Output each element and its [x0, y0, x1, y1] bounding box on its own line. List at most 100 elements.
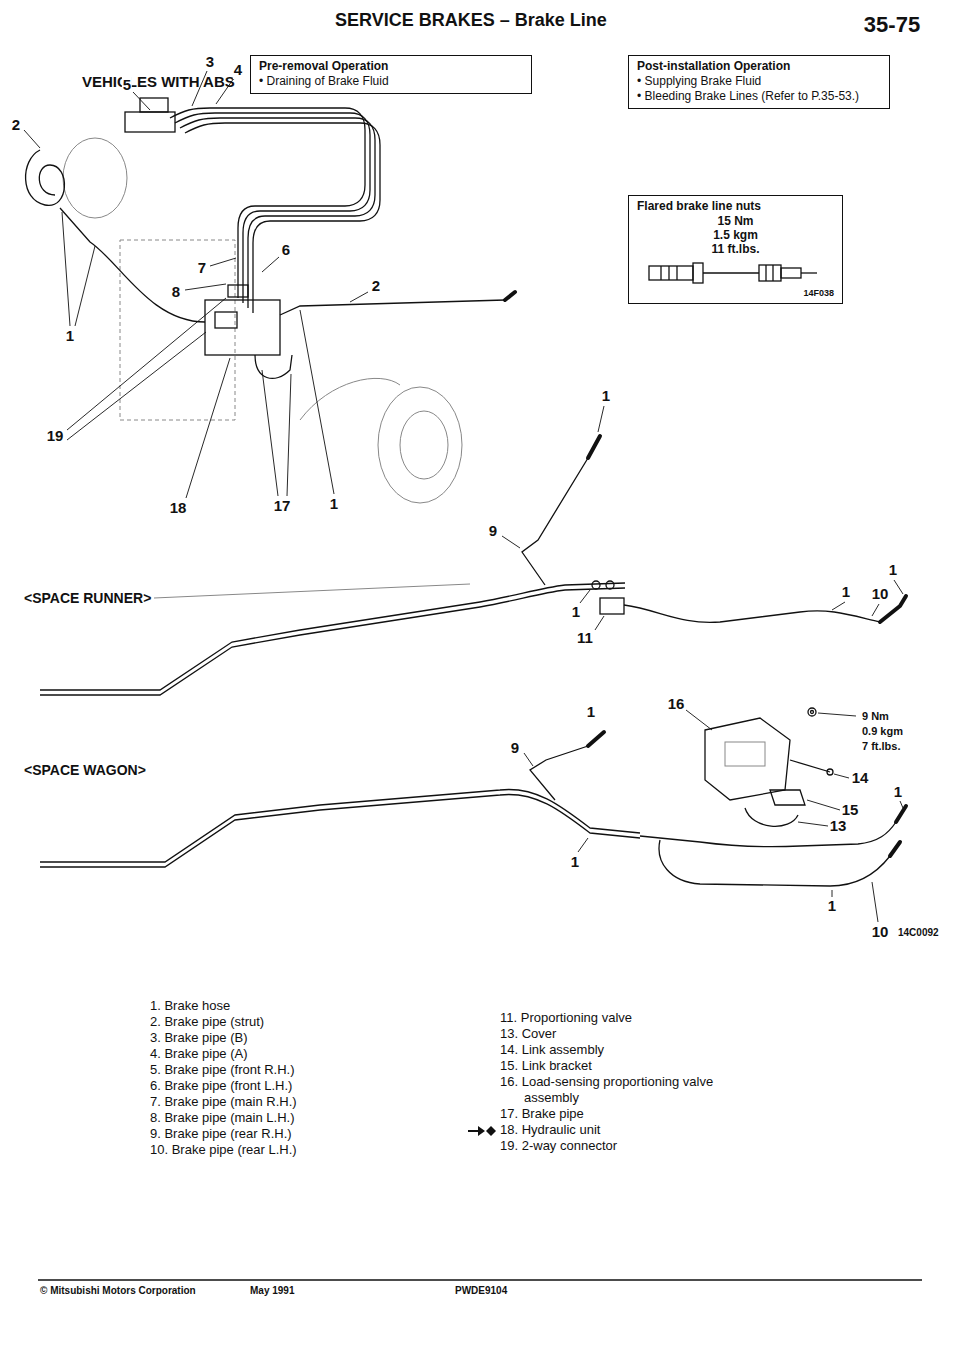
- parts-list-item: 11. Proportioning valve: [500, 1010, 764, 1026]
- illustration-line: [262, 370, 278, 496]
- footer-text: May 1991: [250, 1284, 294, 1297]
- master-cylinder: [125, 112, 175, 132]
- callout-number: 14: [851, 769, 870, 787]
- box-heading: Flared brake line nuts: [637, 199, 834, 214]
- illustration-line: [524, 753, 533, 766]
- callout-number: 1: [571, 603, 581, 621]
- illustration-line: [468, 1126, 485, 1136]
- pipe: [703, 272, 759, 273]
- torque-value: 9 Nm: [862, 709, 889, 723]
- illustration-line: [210, 258, 236, 266]
- fitting: [606, 581, 614, 589]
- illustration-line: [40, 794, 640, 867]
- callout-number: 9: [510, 739, 520, 757]
- box-text: 1.5 kgm: [637, 228, 834, 242]
- link-bracket: [770, 790, 805, 805]
- note-box: Post-installation Operation• Supplying B…: [628, 55, 890, 109]
- brake-hose: [505, 292, 515, 300]
- illustration-line: [175, 113, 370, 303]
- illustration-line: [693, 263, 703, 283]
- illustration-line: [798, 822, 828, 826]
- illustration-line: [186, 358, 230, 498]
- callout-number: 1: [827, 897, 837, 915]
- brake-pipe: [640, 822, 896, 847]
- illustration-line: [781, 268, 801, 278]
- box-text: 14F038: [637, 288, 834, 299]
- illustration-line: [486, 1126, 496, 1136]
- illustration-line: [262, 257, 279, 272]
- parts-list-item: 10. Brake pipe (rear L.H.): [150, 1142, 297, 1158]
- callout-number: 9: [488, 522, 498, 540]
- illustration-line: [24, 130, 40, 148]
- illustration-line: [834, 774, 849, 778]
- footer-rule: [38, 1279, 922, 1280]
- parts-list-item: 9. Brake pipe (rear R.H.): [150, 1126, 292, 1142]
- illustration-line: [185, 284, 226, 290]
- region-line: [154, 584, 470, 598]
- footer-text: PWDE9104: [455, 1284, 507, 1297]
- note-box: Pre-removal Operation• Draining of Brake…: [250, 55, 532, 94]
- illustration-line: [180, 118, 375, 308]
- callout-number: 19: [46, 427, 65, 445]
- parts-list-item: 19. 2-way connector: [500, 1138, 764, 1154]
- torque-value: 0.9 kgm: [862, 724, 903, 738]
- callout-number: 4: [233, 61, 243, 79]
- box-heading: Pre-removal Operation: [259, 59, 523, 74]
- callout-number: 6: [281, 241, 291, 259]
- service-marker: [468, 1126, 496, 1136]
- load-sensing-valve: [705, 718, 790, 800]
- brake-hose: [890, 842, 900, 856]
- figure-code: 14C0092: [898, 926, 939, 939]
- illustration-line: [63, 138, 127, 218]
- brake-hose: [26, 150, 65, 205]
- parts-list-item: 16. Load-sensing proportioning valve ass…: [500, 1074, 764, 1106]
- box-text: • Draining of Brake Fluid: [259, 74, 523, 89]
- illustration-line: [894, 580, 903, 594]
- illustration-line: [287, 374, 291, 496]
- illustration-line: [578, 838, 588, 852]
- callout-number: 1: [329, 495, 339, 513]
- brake-pipe: [624, 605, 880, 622]
- callout-number: 2: [11, 116, 21, 134]
- brake-pipe: [255, 355, 292, 378]
- floor-brake-pipes: [40, 789, 640, 867]
- illustration-line: [660, 266, 661, 280]
- note-box: Flared brake line nuts15 Nm1.5 kgm11 ft.…: [628, 195, 843, 304]
- illustration-line: [807, 800, 840, 810]
- callout-number: 1: [893, 783, 903, 801]
- model-tag: <SPACE WAGON>: [24, 762, 146, 779]
- illustration-line: [170, 108, 365, 298]
- flare-nut-drawing: [641, 258, 831, 288]
- callout-number: 18: [169, 499, 188, 517]
- illustration-line: [818, 713, 856, 716]
- brake-hose: [588, 436, 600, 458]
- illustration-line: [900, 801, 903, 808]
- strut-pipe: [60, 208, 205, 322]
- illustration-line: [832, 890, 833, 897]
- brake-pipe-bundle: [170, 108, 380, 313]
- illustration-line: [67, 298, 226, 430]
- leader-lines: [24, 71, 368, 498]
- strut-pipe: [280, 300, 505, 315]
- callout-number: 1: [570, 853, 580, 871]
- flare-nut: [649, 266, 693, 280]
- callout-number: 10: [871, 585, 890, 603]
- illustration-line: [350, 292, 368, 302]
- torque-value: 7 ft.lbs.: [862, 739, 901, 753]
- illustration-line: [832, 602, 845, 610]
- illustration-line: [580, 590, 590, 603]
- illustration-line: [400, 411, 448, 479]
- brake-pipe: [530, 746, 588, 800]
- callout-number: 3: [205, 53, 215, 71]
- parts-list-item: 8. Brake pipe (main L.H.): [150, 1110, 295, 1126]
- callout-number: 1: [65, 327, 75, 345]
- flare-nut: [759, 265, 781, 281]
- callout-number: 1: [841, 583, 851, 601]
- callout-number: 8: [171, 283, 181, 301]
- callout-number: 11: [576, 629, 594, 647]
- box-text: 11 ft.lbs.: [637, 242, 834, 256]
- illustration-line: [120, 240, 235, 420]
- leader-lines: [502, 406, 903, 630]
- callout-number: 10: [871, 923, 890, 941]
